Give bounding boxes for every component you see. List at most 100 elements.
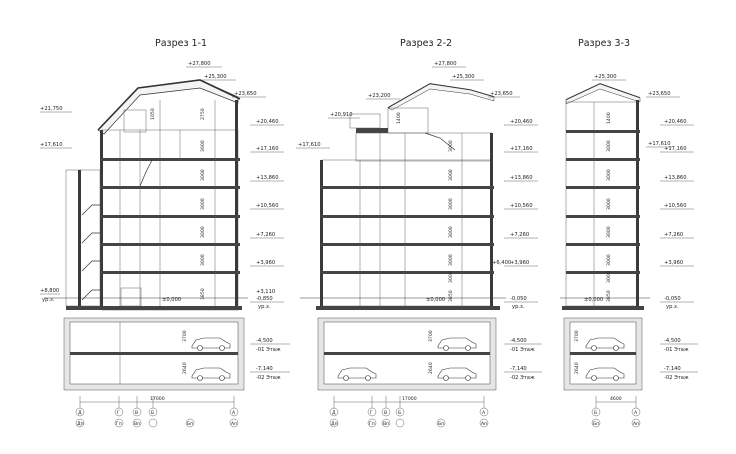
svg-text:+7,260: +7,260: [664, 232, 683, 238]
svg-text:-7,140: -7,140: [664, 366, 681, 372]
svg-text:+17,610: +17,610: [648, 141, 671, 147]
right-level-marks: +27,800 +25,300 +23,650 +20,460 +17,160 …: [186, 61, 290, 381]
partitions: [119, 100, 216, 306]
svg-text:2640: 2640: [428, 362, 434, 374]
svg-text:+25,300: +25,300: [204, 74, 227, 80]
car-icon: [337, 367, 377, 381]
svg-text:Дп: Дп: [331, 421, 338, 427]
svg-text:3000: 3000: [606, 254, 612, 266]
svg-text:+10,560: +10,560: [256, 203, 279, 209]
overall-dimension: 17000: [150, 396, 165, 402]
svg-text:2640: 2640: [574, 362, 580, 374]
svg-text:2750: 2750: [200, 108, 206, 120]
svg-text:1400: 1400: [396, 112, 402, 124]
svg-text:Бп: Бп: [438, 421, 444, 427]
svg-text:+27,800: +27,800: [434, 61, 457, 67]
svg-text:ур.з.: ур.з.: [42, 297, 55, 303]
svg-text:-02 Этаж: -02 Этаж: [510, 375, 535, 381]
car-icon: [191, 367, 231, 381]
svg-text:-4,500: -4,500: [664, 338, 681, 344]
car-icon: [437, 337, 477, 351]
svg-text:3000: 3000: [606, 169, 612, 181]
svg-text:+23,650: +23,650: [648, 91, 671, 97]
svg-text:+20,460: +20,460: [510, 119, 533, 125]
grid-axes: Д Г В Б А Дп Гп Вп Бп Ап: [329, 396, 489, 428]
svg-text:ур.з.: ур.з.: [512, 304, 525, 310]
svg-text:Гп: Гп: [369, 421, 375, 427]
svg-text:Вп: Вп: [134, 421, 140, 427]
overall-dimension: 4600: [610, 396, 622, 402]
svg-text:-7,140: -7,140: [510, 366, 527, 372]
svg-text:А: А: [634, 410, 638, 416]
svg-text:ур.з.: ур.з.: [666, 304, 679, 310]
svg-text:Бп: Бп: [593, 421, 599, 427]
svg-text:В: В: [135, 410, 138, 416]
svg-text:+13,860: +13,860: [510, 175, 533, 181]
svg-text:Гп: Гп: [116, 421, 122, 427]
svg-text:+13,860: +13,860: [256, 175, 279, 181]
svg-text:2640: 2640: [182, 362, 188, 374]
svg-text:Д: Д: [78, 410, 82, 416]
svg-text:+23,200: +23,200: [368, 93, 391, 99]
building-body: [321, 159, 493, 307]
svg-text:3000: 3000: [606, 198, 612, 210]
svg-text:3000: 3000: [200, 140, 206, 152]
svg-text:+20,460: +20,460: [256, 119, 279, 125]
svg-text:3700: 3700: [182, 330, 188, 342]
upper-storey: [355, 132, 493, 162]
section-2-2: Разрез 2-2: [296, 38, 542, 428]
svg-text:Б: Б: [151, 410, 154, 416]
stair-flights: [81, 159, 153, 301]
svg-text:-02 Этаж: -02 Этаж: [256, 375, 281, 381]
left-level-marks: +21,750 +17,610 +8,800 ур.з.: [40, 106, 72, 303]
penthouse: [387, 107, 429, 134]
svg-text:Ап: Ап: [231, 421, 237, 427]
basement-slab: [570, 352, 636, 355]
right-wall: [235, 100, 238, 310]
svg-text:+23,650: +23,650: [490, 91, 513, 97]
roof-slope-line: [97, 79, 241, 131]
svg-text:В: В: [384, 410, 387, 416]
floor-slabs: [562, 130, 644, 310]
terrace-slab: [356, 128, 388, 133]
svg-text:Г: Г: [117, 410, 120, 416]
svg-text:3000: 3000: [448, 271, 454, 283]
svg-text:1400: 1400: [606, 112, 612, 124]
svg-text:+21,750: +21,750: [40, 106, 63, 112]
svg-text:+27,800: +27,800: [188, 61, 211, 67]
svg-text:А: А: [482, 410, 486, 416]
svg-text:+13,860: +13,860: [664, 175, 687, 181]
svg-text:3000: 3000: [200, 169, 206, 181]
svg-text:+20,460: +20,460: [664, 119, 687, 125]
stair-tower: [65, 169, 101, 307]
svg-text:+17,160: +17,160: [510, 146, 533, 152]
svg-text:-0,050: -0,050: [510, 296, 527, 302]
car-icon: [437, 367, 477, 381]
svg-text:3000: 3000: [200, 254, 206, 266]
section-3-title: Разрез 3-3: [578, 38, 630, 49]
svg-text:+3,960: +3,960: [256, 260, 275, 266]
svg-text:-01 Этаж: -01 Этаж: [510, 347, 535, 353]
svg-text:+8,800: +8,800: [40, 288, 59, 294]
grid-axes: Б А Бп Ап: [591, 396, 641, 428]
svg-text:Вп: Вп: [383, 421, 389, 427]
svg-text:Б: Б: [398, 410, 401, 416]
svg-text:3850: 3850: [200, 288, 206, 300]
svg-text:3000: 3000: [200, 198, 206, 210]
floor-slabs: [316, 186, 500, 310]
zero-level-label: ±0,000: [584, 297, 603, 303]
storey-dimensions: 1050 2750 3000 3000 3000 3000 3000 3850 …: [150, 108, 206, 374]
partitions: [359, 133, 463, 306]
svg-text:3850: 3850: [606, 290, 612, 302]
svg-text:3000: 3000: [606, 271, 612, 283]
svg-text:+6,400: +6,400: [492, 260, 511, 266]
svg-text:+7,260: +7,260: [510, 232, 529, 238]
svg-text:+7,260: +7,260: [256, 232, 275, 238]
svg-text:3850: 3850: [448, 290, 454, 302]
svg-text:-02 Этаж: -02 Этаж: [664, 375, 689, 381]
section-1-1: Разрез 1-1: [40, 38, 290, 428]
svg-text:+17,610: +17,610: [298, 142, 321, 148]
overall-dimension: 17000: [402, 396, 417, 402]
